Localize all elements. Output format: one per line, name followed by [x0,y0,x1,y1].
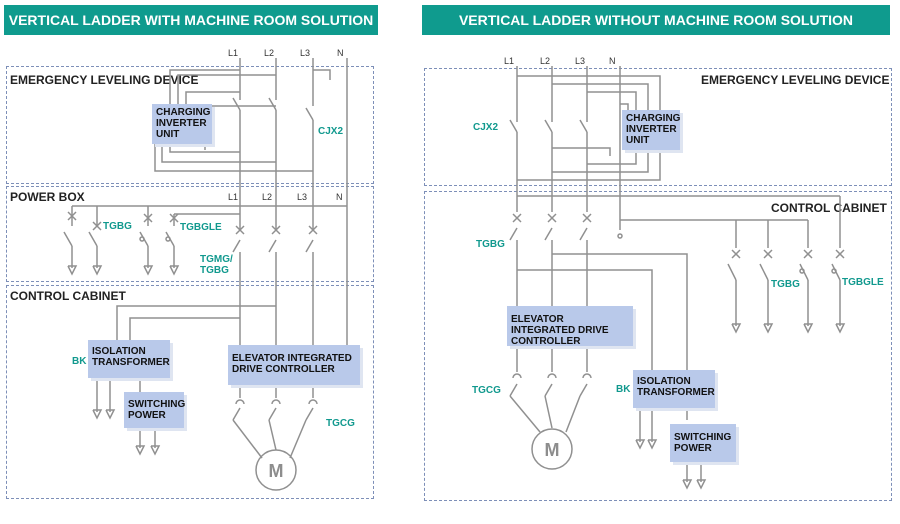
right-phase-l2-top: L2 [540,56,551,66]
left-emergency-label: EMERGENCY LEVELING DEVICE [10,73,199,87]
left-charging-inverter-box: CHARGING INVERTER UNIT [152,104,212,144]
right-charging-inverter-box: CHARGING INVERTER UNIT [622,110,680,150]
right-tgbg-tag-1: TGBG [476,239,505,250]
left-bk-tag: BK [72,356,87,367]
left-control-cabinet-wires [92,305,276,456]
left-emergency-section [6,66,374,184]
right-control-cabinet-label: CONTROL CABINET [771,201,887,215]
left-phase-l3-mid: L3 [297,192,308,202]
left-power-box-branches [63,205,347,276]
right-phase-l1-top: L1 [504,56,515,66]
left-switching-power-box: SWITCHING POWER [124,392,185,428]
left-phase-l3-top: L3 [300,48,311,58]
left-title: VERTICAL LADDER WITH MACHINE ROOM SOLUTI… [4,5,378,35]
left-phase-lines [232,58,348,491]
right-isolation-transformer-box: ISOLATION TRANSFORMER [633,370,715,408]
left-phase-l1-mid: L1 [228,192,239,202]
right-title: VERTICAL LADDER WITHOUT MACHINE ROOM SOL… [422,5,890,35]
left-phase-l2-top: L2 [264,48,275,58]
left-phase-n-top: N [337,48,344,58]
right-emergency-section [424,68,892,186]
right-tgcg-tag: TGCG [472,385,501,396]
right-motor-label: M [545,440,560,460]
right-drive-controller-box: ELEVATOR INTEGRATED DRIVE CONTROLLER [507,306,633,347]
right-cjx2-tag: CJX2 [473,122,499,133]
left-tgcg-tag: TGCG [326,418,355,429]
left-phase-l1-top: L1 [228,48,239,58]
left-tgbg-tag: TGBG [103,221,132,232]
left-cjx2-tag: CJX2 [318,126,344,137]
left-phase-n-mid: N [336,192,343,202]
left-control-cabinet-section [6,285,374,499]
left-tgmg-tag: TGMG/ TGBG [200,254,233,276]
right-control-cabinet-wires [517,195,846,490]
left-drive-controller-box: ELEVATOR INTEGRATED DRIVE CONTROLLER [228,345,360,385]
right-tgbgle-tag: TGBGLE [842,277,884,288]
right-bk-tag: BK [616,384,631,395]
right-control-cabinet-section [424,191,892,501]
right-phase-l3-top: L3 [575,56,586,66]
right-emergency-label: EMERGENCY LEVELING DEVICE [701,73,890,87]
left-control-cabinet-label: CONTROL CABINET [10,289,126,303]
left-tgbgle-tag: TGBGLE [180,222,222,233]
right-switching-power-box: SWITCHING POWER [670,424,736,462]
left-isolation-transformer-box: ISOLATION TRANSFORMER [88,340,170,378]
left-motor-label: M [269,461,284,481]
right-phase-n-top: N [609,56,616,66]
left-phase-l2-mid: L2 [262,192,273,202]
left-power-box-section [6,186,374,282]
right-tgbg-tag-2: TGBG [771,279,800,290]
right-phase-lines [509,66,623,470]
left-power-box-label: POWER BOX [10,190,85,204]
